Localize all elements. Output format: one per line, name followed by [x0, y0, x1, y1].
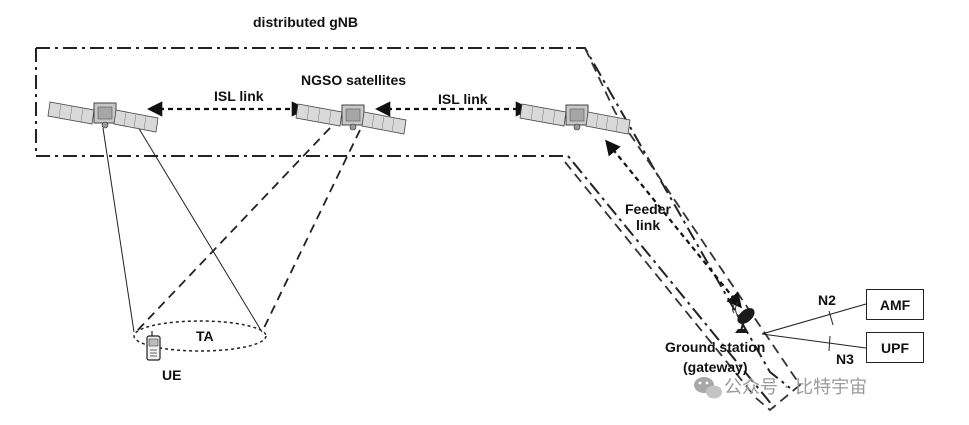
n3-label: N3 [836, 351, 854, 367]
beam-left-edge-2 [137, 126, 263, 333]
n3-interface-line [761, 333, 867, 349]
mobile-phone-icon [146, 331, 161, 361]
n2-tick [828, 310, 834, 326]
n3-tick [828, 335, 831, 352]
gateway-region-outline [564, 47, 802, 412]
ground-station-label: Ground station [665, 339, 766, 355]
upf-label: UPF [881, 339, 909, 356]
isl-link-1-label: ISL link [214, 88, 264, 104]
amf-box: AMF [866, 289, 924, 320]
n2-label: N2 [818, 292, 836, 308]
ground-station-gateway-label: (gateway) [683, 359, 748, 375]
beam-mid-edge-1 [135, 127, 331, 333]
satellite-icon [47, 101, 159, 133]
ue-label: UE [162, 367, 182, 383]
wechat-icon [694, 377, 722, 399]
feeder-link-label-line1: Feeder [625, 201, 671, 217]
isl-link-2-label: ISL link [438, 91, 488, 107]
distributed-gnb-boundary-left [35, 48, 775, 409]
amf-label: AMF [879, 296, 911, 313]
n2-interface-line [761, 303, 867, 335]
feeder-link-line [605, 139, 742, 309]
ta-label: TA [196, 328, 214, 344]
upf-box: UPF [866, 332, 924, 363]
satellite-dish-icon [732, 301, 755, 333]
ta-coverage-ellipse [133, 320, 267, 352]
beam-left-edge-1 [102, 127, 135, 333]
distributed-gnb-label: distributed gNB [253, 14, 358, 30]
beam-mid-edge-2 [261, 129, 361, 333]
ngso-satellites-label: NGSO satellites [301, 72, 407, 88]
feeder-link-label-line2: link [636, 217, 661, 233]
watermark-text: 公众号 · 比特宇宙 [724, 377, 868, 398]
